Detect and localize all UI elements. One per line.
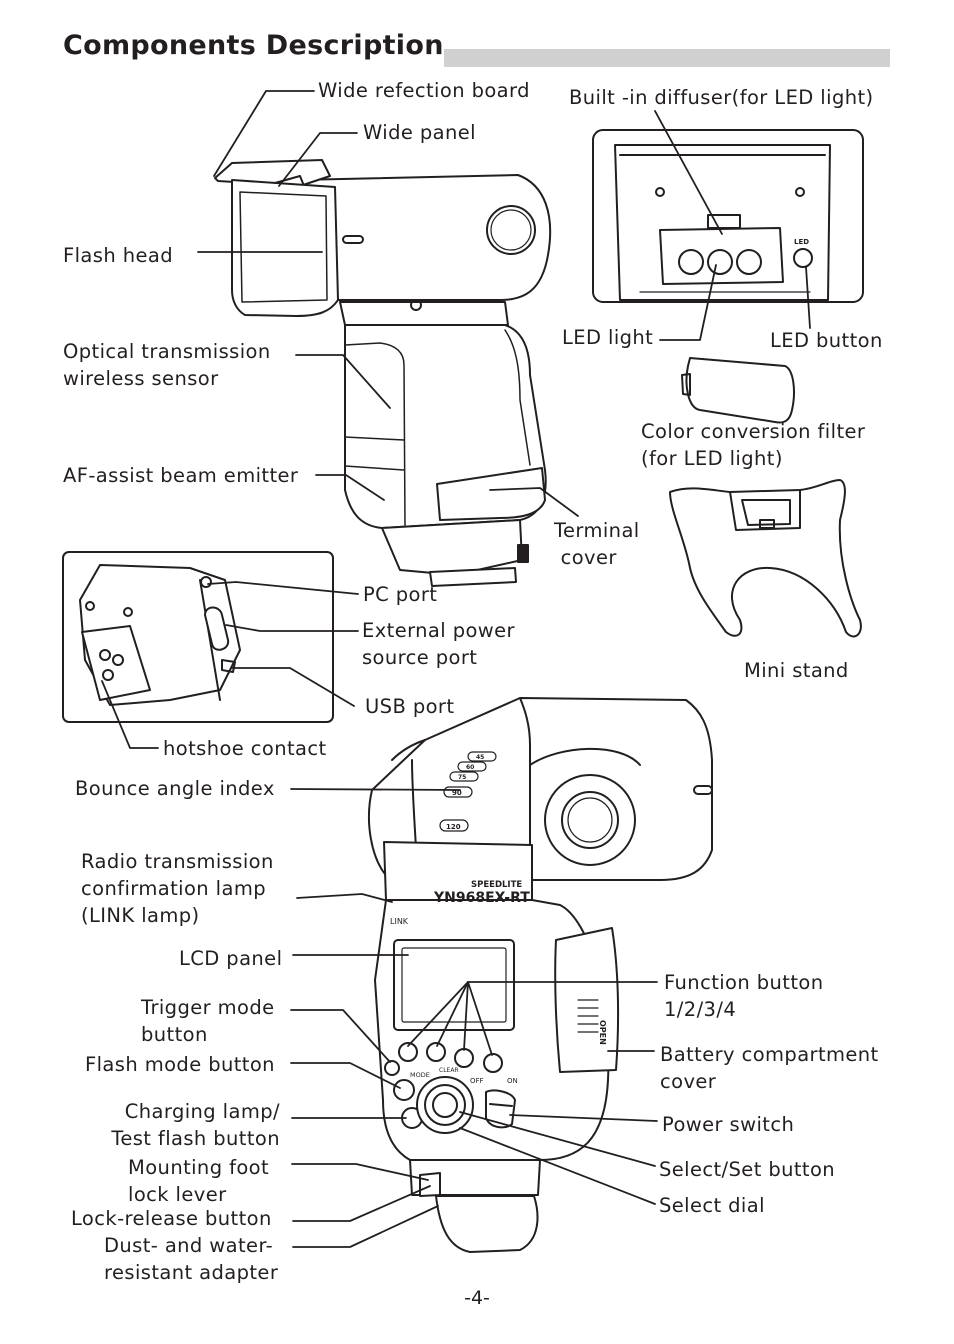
label-trigger-mode: Trigger mode button (141, 996, 275, 1046)
label-flash-mode: Flash mode button (85, 1053, 275, 1076)
label-hotshoe-contact: hotshoe contact (163, 737, 327, 760)
ports-inset (62, 551, 334, 723)
label-usb-port: USB port (365, 695, 455, 718)
mini-stand-illustration (669, 479, 862, 638)
angle-60: 60 (466, 764, 474, 771)
label-function-button: Function button 1/2/3/4 (664, 971, 824, 1021)
leader-lines (101, 90, 811, 1248)
label-wide-panel: Wide panel (363, 121, 476, 144)
label-external-power: External power source port (362, 619, 515, 669)
link-text: LINK (390, 917, 409, 926)
label-select-set: Select/Set button (659, 1158, 836, 1181)
angle-45: 45 (476, 754, 484, 761)
label-af-assist: AF-assist beam emitter (63, 464, 299, 487)
color-filter-illustration (685, 357, 795, 424)
label-battery-cover: Battery compartment cover (660, 1043, 879, 1093)
label-charging-lamp: Charging lamp/ Test flash button (111, 1100, 280, 1150)
title-rule (444, 49, 890, 67)
label-bounce-angle: Bounce angle index (75, 777, 275, 800)
label-mini-stand: Mini stand (744, 659, 849, 682)
label-dust-adapter: Dust- and water- resistant adapter (104, 1234, 279, 1284)
page-number: -4- (464, 1287, 490, 1309)
angle-90: 90 (452, 789, 462, 797)
angle-75: 75 (458, 774, 466, 781)
label-lcd-panel: LCD panel (179, 947, 283, 970)
flash-unit-illustration (214, 159, 552, 587)
label-terminal-cover: Terminal cover (554, 519, 640, 569)
label-led-button: LED button (770, 329, 883, 352)
angle-120: 120 (446, 823, 461, 831)
off-text: OFF (470, 1077, 484, 1085)
on-text: ON (507, 1077, 518, 1085)
label-lock-release: Lock-release button (71, 1207, 272, 1230)
led-mark: LED (794, 238, 809, 246)
flash-front-illustration (368, 697, 713, 1253)
open-text: OPEN (598, 1020, 607, 1045)
label-select-dial: Select dial (659, 1194, 765, 1217)
label-color-filter: Color conversion filter (for LED light) (641, 420, 866, 470)
label-optical-sensor: Optical transmission wireless sensor (63, 340, 271, 390)
label-pc-port: PC port (363, 583, 438, 606)
mode-text: MODE (410, 1071, 430, 1079)
label-flash-head: Flash head (63, 244, 173, 267)
page-title: Components Description (63, 30, 444, 61)
model-text: YN968EX-RT (433, 890, 530, 906)
label-radio-lamp: Radio transmission confirmation lamp (LI… (81, 850, 274, 927)
clear-text: CLEAR (439, 1067, 459, 1074)
label-built-in-diffuser: Built -in diffuser(for LED light) (569, 86, 874, 109)
brand-text: SPEEDLITE (471, 880, 522, 890)
diffuser-inset (592, 129, 864, 303)
label-wide-reflection-board: Wide refection board (318, 79, 530, 102)
label-mounting-foot: Mounting foot lock lever (128, 1156, 270, 1206)
label-led-light: LED light (562, 326, 654, 349)
label-power-switch: Power switch (662, 1113, 795, 1136)
